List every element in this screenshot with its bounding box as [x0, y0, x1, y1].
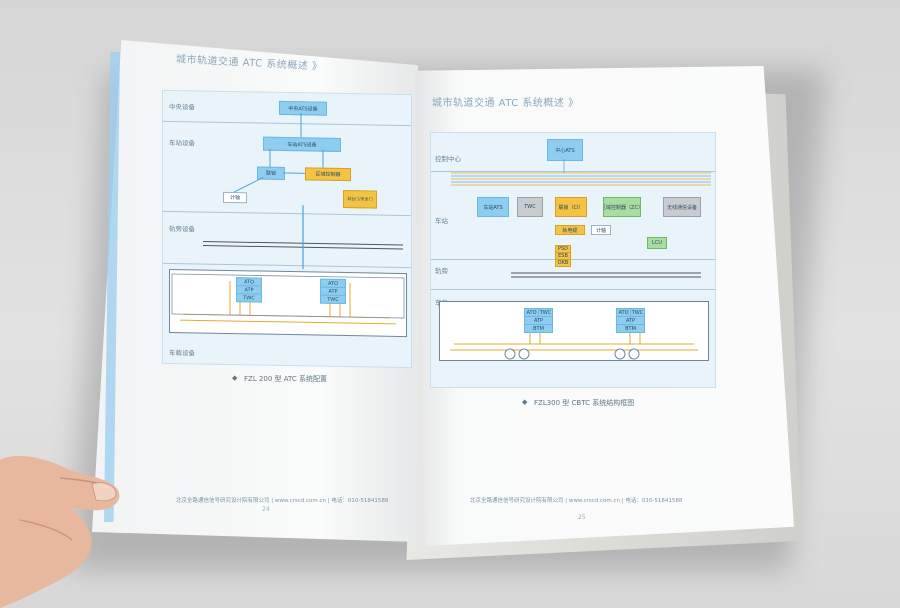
right-page-footer: 北京全路通信信号研究设计院有限公司 | www.crscd.com.cn | 电… [470, 498, 683, 504]
left-diagram: 中央设备 车站设备 轨旁设备 车载设备 中央ATS设备 车站ATS设备 联锁 区… [162, 89, 412, 369]
left-train: ATO ATP TWC ATO ATP TWC [169, 268, 407, 338]
lcu-box: LCU [647, 237, 667, 249]
train-btm-box: BTM [616, 324, 645, 333]
zone-control-center: 控制中心 [435, 155, 461, 163]
divider [431, 259, 715, 260]
signal-cable-box: 轨电缆 [555, 225, 585, 235]
central-ats-box: 中心ATS [547, 139, 583, 161]
meter-box: 计轴 [591, 225, 611, 235]
left-diagram-caption: FZL 200 型 ATC 系统配置 [244, 375, 327, 383]
hand-holding-book [0, 455, 120, 608]
right-diagram-caption: FZL300 型 CBTC 系统结构框图 [534, 399, 635, 407]
left-caption-bullet: ◆ [232, 374, 238, 382]
zone-station: 车站 [435, 217, 448, 225]
right-page-number: 25 [578, 514, 586, 521]
train-btm-box: BTM [524, 324, 553, 333]
train-twc-box: TWC [236, 293, 262, 303]
right-page-header: 城市轨道交通 ATC 系统概述 》 [432, 98, 579, 109]
left-train-wiring [171, 273, 405, 325]
left-page-footer: 北京全路通信信号研究设计院有限公司 | www.crscd.com.cn | 电… [176, 498, 389, 504]
interlock-box: 联锁（CI） [555, 197, 587, 217]
zone-trackside: 轨旁 [435, 267, 448, 275]
divider [431, 289, 715, 290]
zone-controller-box: 区域控制器（ZC） [603, 197, 641, 217]
wireless-box: 无线通信设备 [663, 197, 701, 217]
dkb-box: DKB [555, 259, 571, 267]
right-train-wiring [450, 310, 698, 360]
train-twc-box: TWC [320, 294, 346, 305]
right-diagram-wires [451, 159, 711, 278]
twc-box: TWC [517, 197, 543, 217]
station-ats-box: 车站ATS [477, 197, 509, 217]
right-caption-bullet: ◆ [522, 398, 528, 406]
left-page-number: 24 [262, 506, 270, 513]
left-diagram-wires [203, 113, 403, 270]
right-train: ATO TWC ATP BTM ATO TWC ATP BTM [439, 301, 709, 361]
right-diagram: 控制中心 车站 轨旁 车载 中心ATS 车站ATS TWC 联锁（CI） 区域控… [430, 132, 716, 388]
divider [431, 171, 715, 172]
